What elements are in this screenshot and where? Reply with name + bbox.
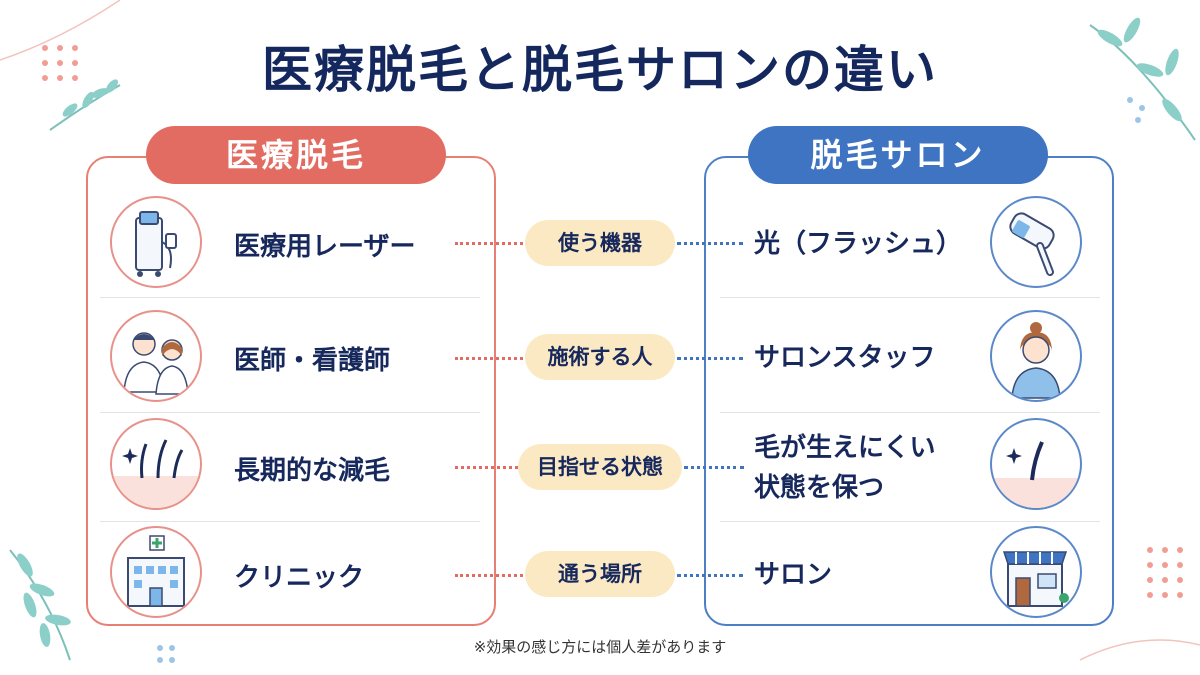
salon-staff-label: サロンスタッフ <box>754 343 936 373</box>
left-divider <box>100 521 480 522</box>
category-staff: 施術する人 <box>525 334 675 380</box>
salon-place-label: サロン <box>754 560 833 590</box>
page-title: 医療脱毛と脱毛サロンの違い <box>262 41 938 99</box>
salon-device-label: 光（フラッシュ） <box>754 229 963 259</box>
category-place: 通う場所 <box>525 551 675 597</box>
connector-left <box>455 357 523 360</box>
medical-result-label: 長期的な減毛 <box>234 456 391 486</box>
bottom-right-decoration <box>1080 547 1200 661</box>
clinic-building-icon <box>110 526 202 618</box>
left-divider <box>100 412 480 413</box>
medical-staff-label: 医師・看護師 <box>234 346 391 376</box>
hair-follicle-icon <box>990 418 1082 510</box>
left-divider <box>100 297 480 298</box>
hair-follicle-icon <box>110 418 202 510</box>
connector-right <box>677 574 743 577</box>
laser-machine-icon <box>110 196 202 288</box>
connector-right <box>677 357 743 360</box>
category-result: 目指せる状態 <box>518 444 682 490</box>
connector-left <box>455 466 518 469</box>
salon-result-label-line1: 毛が生えにくい <box>754 433 936 463</box>
right-divider <box>720 297 1100 298</box>
right-divider <box>720 412 1100 413</box>
connector-left <box>455 574 523 577</box>
salon-header: 脱毛サロン <box>748 126 1048 184</box>
top-right-decoration <box>1089 17 1196 141</box>
category-device: 使う機器 <box>525 220 675 266</box>
salon-result-label-line2: 状態を保つ <box>754 473 885 503</box>
right-divider <box>720 521 1100 522</box>
connector-right <box>684 466 744 469</box>
salon-shop-icon <box>990 526 1082 618</box>
top-left-decoration <box>0 0 121 131</box>
bottom-left-decoration <box>9 549 175 663</box>
flash-device-icon <box>990 196 1082 288</box>
medical-device-label: 医療用レーザー <box>234 232 416 262</box>
doctor-nurse-icon <box>110 310 202 402</box>
salon-staff-icon <box>990 310 1082 402</box>
footnote: ※効果の感じ方には個人差があります <box>473 638 727 656</box>
medical-place-label: クリニック <box>234 563 365 593</box>
connector-right <box>677 242 743 245</box>
medical-header: 医療脱毛 <box>146 126 446 184</box>
connector-left <box>455 242 523 245</box>
